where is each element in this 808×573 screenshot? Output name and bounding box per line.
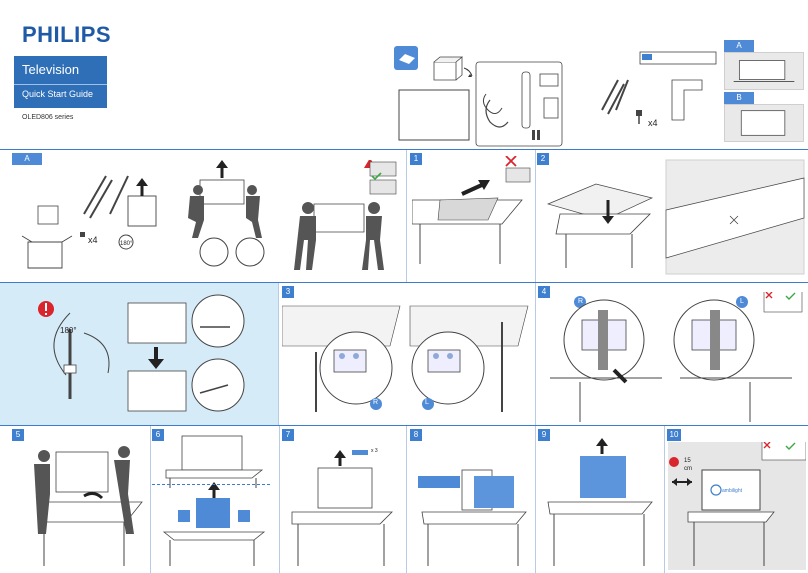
screw-icon [636,110,642,116]
distance-unit: cm [684,466,692,472]
step-8-illustration [414,436,534,570]
option-a-table-illustration [724,52,804,90]
step-5-illustration [14,436,148,570]
svg-text:180°: 180° [120,241,133,247]
rotate-angle-label: 180° [60,326,77,335]
column-divider-2 [535,150,536,282]
cover-badge: Television Quick Start Guide [14,56,107,108]
step-3-illustration [282,292,534,422]
step-3-left-marker: L [425,399,429,406]
step-4-illustration [540,292,806,422]
option-b-wall-illustration [724,104,804,142]
column-divider-3 [278,283,279,425]
ambilight-screen-text: ambilight [722,488,743,494]
step-5-tag: 5 [12,429,24,441]
step-3-right-marker: R [373,399,379,406]
step-7-tag: 7 [282,429,294,441]
option-b-tag: B [724,92,754,104]
column-divider-6 [279,426,280,573]
step-10-illustration [668,442,806,570]
step-2-tag: 2 [537,153,549,165]
step-1-illustration [412,156,534,278]
distance-value: 15 [684,458,691,464]
row-divider-2 [0,282,808,283]
unpacking-illustration: 180° [18,160,398,278]
step-10-tag: 10 [667,429,681,441]
step-8-tag: 8 [410,429,422,441]
cross-icon [505,156,517,167]
product-title: Television [22,62,80,77]
step-7-illustration [284,436,404,570]
row-divider-1 [0,149,808,150]
section-a-screw-count: x4 [88,235,98,245]
rotate-tv-panel [0,283,278,425]
column-divider-5 [150,426,151,573]
step-4-right-marker: R [578,298,584,305]
section-a-tag: A [12,153,42,165]
guide-title: Quick Start Guide [22,89,94,99]
step-4-tag: 4 [538,286,550,298]
screw-count: x4 [648,118,658,128]
step-7-count: x 3 [371,448,378,454]
cover-divider [14,84,107,85]
series-label: OLED806 series [22,114,74,121]
step-9-illustration [540,436,660,570]
step-4-left-marker: L [740,298,744,305]
column-divider-1 [406,150,407,282]
step-9-tag: 9 [538,429,550,441]
step-3-tag: 3 [282,286,294,298]
step-6-tag: 6 [152,429,164,441]
row-divider-3 [0,425,808,426]
box-contents-panel [390,40,720,152]
step-6-illustration [156,434,272,570]
step-2-illustration [540,156,806,278]
step-6-divider [152,484,270,485]
column-divider-9 [664,426,665,573]
option-a-tag: A [724,40,754,52]
column-divider-7 [406,426,407,573]
column-divider-4 [535,283,536,425]
column-divider-8 [535,426,536,573]
check-icon [371,172,382,181]
step-1-tag: 1 [410,153,422,165]
brand-logo: PHILIPS [22,22,112,47]
